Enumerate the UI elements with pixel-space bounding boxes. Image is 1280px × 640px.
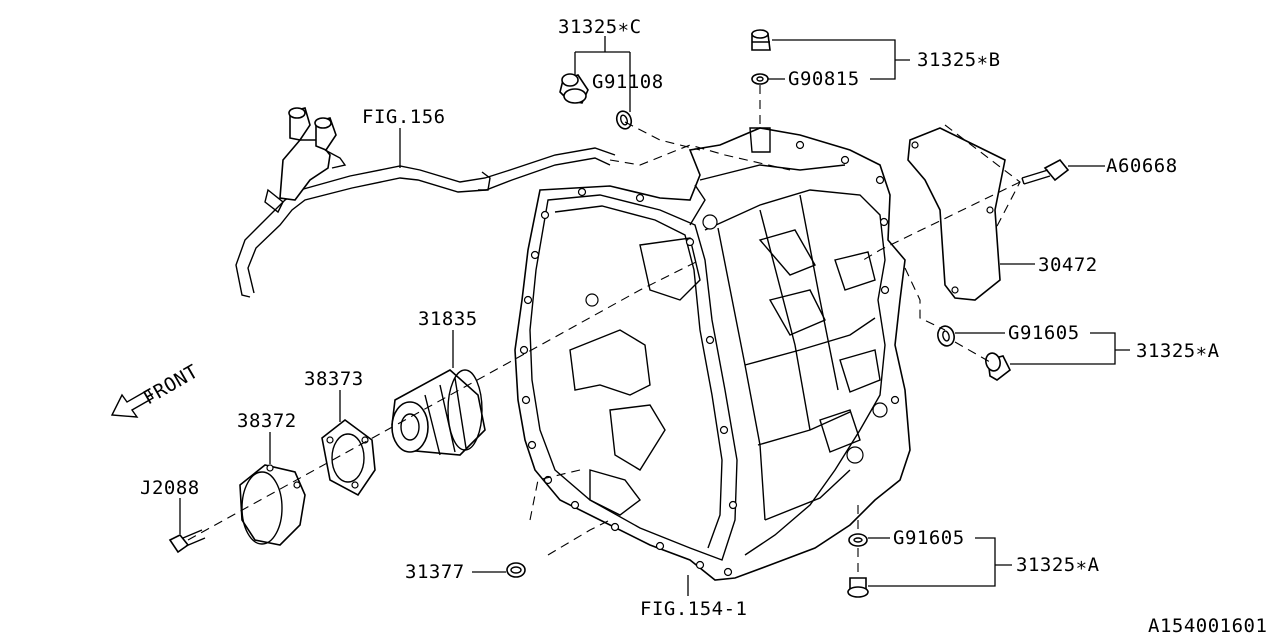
- leader-lines: [179, 36, 1130, 596]
- label-g91605-upper: G91605: [1008, 322, 1080, 344]
- gasket-g90815: [751, 73, 769, 85]
- label-fig156[interactable]: FIG.156: [362, 106, 446, 128]
- breather-hose: [235, 107, 616, 298]
- label-38373: 38373: [304, 368, 364, 390]
- cover-30472: [907, 127, 1006, 301]
- bolt-j2088: [168, 529, 206, 554]
- label-fig154-1[interactable]: FIG.154-1: [640, 598, 747, 620]
- gasket-g91605-lower: [848, 533, 868, 547]
- label-31325a-upper: 31325∗A: [1136, 340, 1220, 362]
- cover-38372: [239, 464, 306, 546]
- front-label: FRONT: [140, 360, 203, 409]
- transmission-case: [514, 127, 911, 581]
- label-g91108: G91108: [592, 71, 664, 93]
- filter-31835: [391, 369, 486, 456]
- plug-31325c: [559, 73, 589, 104]
- plug-31325a-upper: [985, 352, 1012, 381]
- label-30472: 30472: [1038, 254, 1098, 276]
- gasket-38373: [321, 418, 376, 497]
- label-31835: 31835: [418, 308, 478, 330]
- label-31325a-lower: 31325∗A: [1016, 554, 1100, 576]
- alignment-lines: [187, 85, 1021, 575]
- gasket-g91605-upper: [937, 325, 955, 347]
- label-a60668: A60668: [1106, 155, 1178, 177]
- gasket-g91108: [615, 110, 633, 130]
- label-g90815: G90815: [788, 68, 860, 90]
- plug-31325b: [751, 29, 771, 51]
- label-31325c: 31325∗C: [558, 16, 642, 38]
- drawing-id: A154001601: [1148, 615, 1267, 637]
- label-j2088: J2088: [140, 477, 200, 499]
- label-31377: 31377: [405, 561, 465, 583]
- label-g91605-lower: G91605: [893, 527, 965, 549]
- plug-31325a-lower: [847, 577, 869, 598]
- label-31325b: 31325∗B: [917, 49, 1001, 71]
- front-arrow-icon: [110, 389, 154, 418]
- label-38372: 38372: [237, 410, 297, 432]
- bolt-a60668: [1021, 158, 1070, 185]
- oring-31377: [506, 562, 526, 578]
